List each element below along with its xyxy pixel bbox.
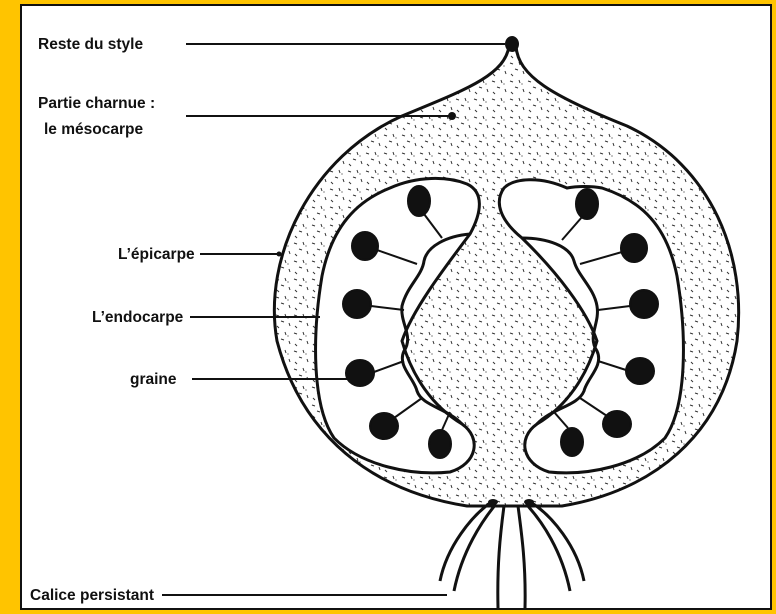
- label-epicarpe: L’épicarpe: [118, 246, 195, 263]
- label-graine: graine: [130, 371, 177, 388]
- label-calice-persistant: Calice persistant: [30, 587, 154, 604]
- label-endocarpe: L’endocarpe: [92, 309, 184, 326]
- label-mesocarpe-line1: Partie charnue :: [38, 95, 155, 112]
- style-remnant: [505, 36, 519, 52]
- epicarpe-pointer-dot: [277, 252, 282, 257]
- label-reste-du-style: Reste du style: [38, 36, 143, 53]
- mesocarpe-pointer-dot: [448, 112, 456, 120]
- label-mesocarpe-line2: le mésocarpe: [44, 121, 143, 138]
- calyx: [440, 503, 584, 608]
- diagram-panel: Reste du style Partie charnue : le mésoc…: [20, 4, 772, 610]
- fruit-cross-section-diagram: Reste du style Partie charnue : le mésoc…: [22, 6, 770, 608]
